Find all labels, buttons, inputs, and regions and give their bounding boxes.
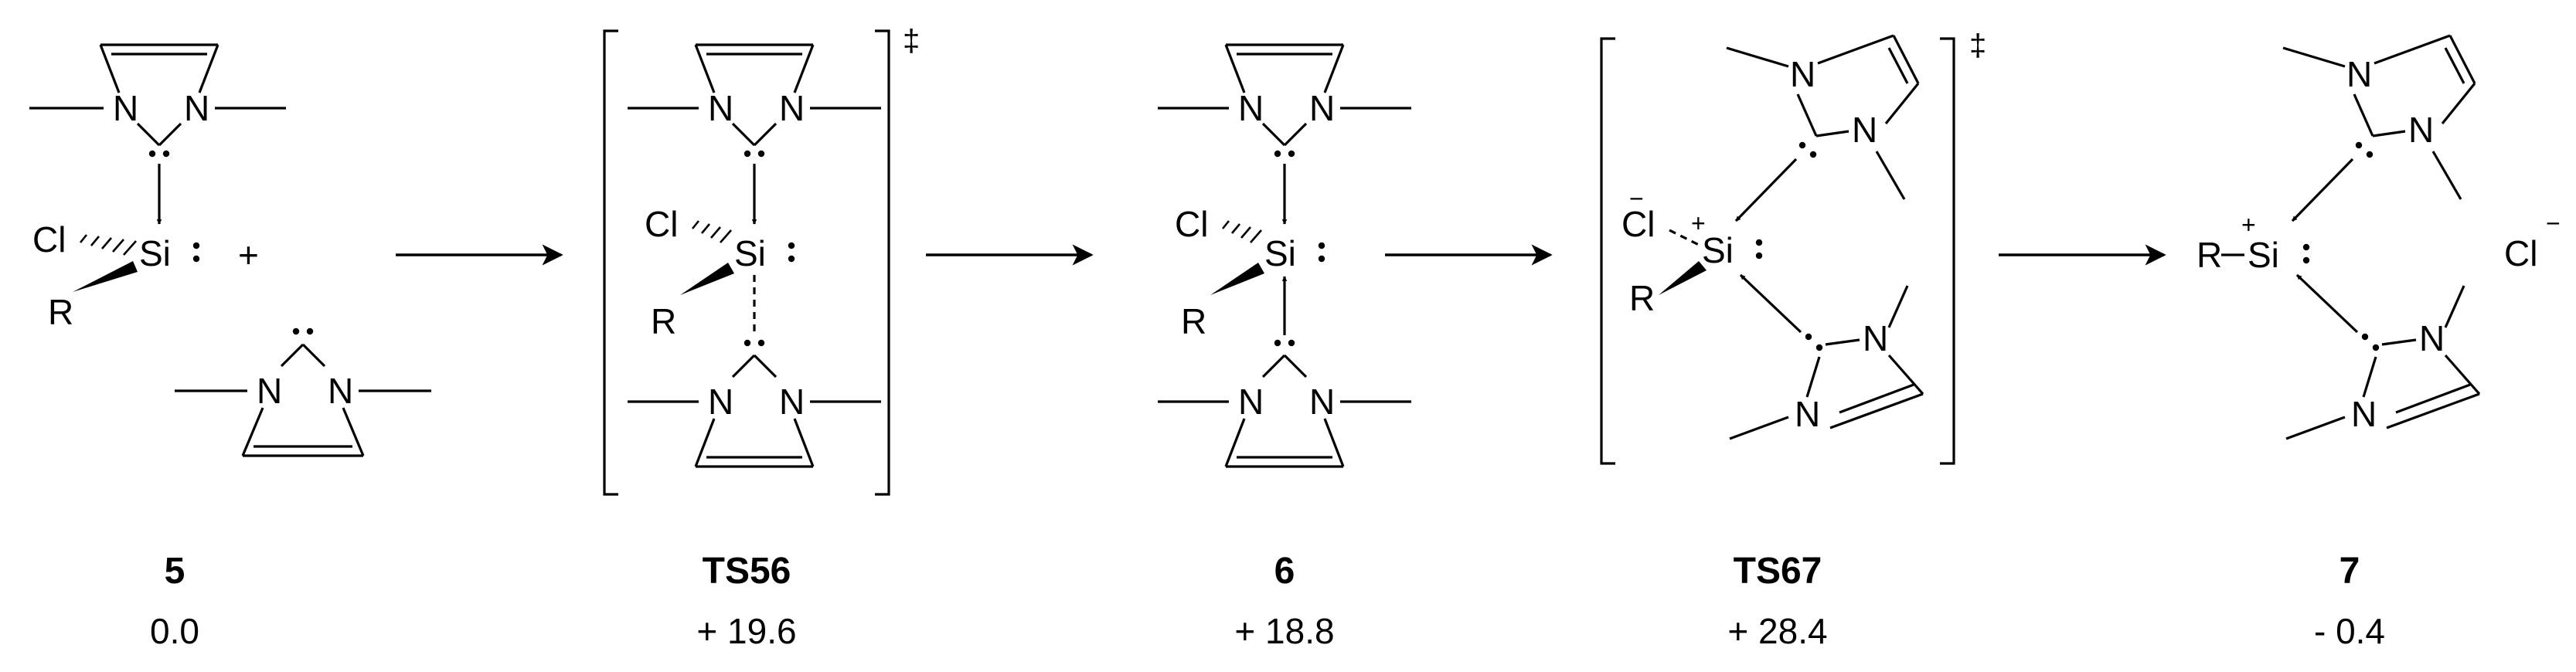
atom-n: N (1863, 318, 1888, 358)
atom-n: N (2346, 54, 2372, 94)
plus-sign: + (238, 235, 259, 275)
lone-pair (1318, 255, 1325, 263)
lone-pair (148, 150, 156, 158)
lone-pair (788, 255, 795, 263)
atom-n: N (1795, 394, 1820, 434)
lone-pair (1815, 344, 1823, 351)
atom-r: R (48, 292, 73, 332)
structure-ts56: ‡ N N Si Cl R N N (603, 24, 920, 496)
atom-n: N (2351, 394, 2377, 434)
structure-5: N N Si Cl R + N N (29, 43, 431, 457)
lone-pair (192, 255, 200, 263)
atom-n: N (257, 371, 282, 411)
lone-pair (1288, 150, 1295, 158)
relative-energy: + 28.4 (1727, 611, 1827, 651)
charge-plus: + (2241, 211, 2256, 239)
atom-n: N (779, 382, 805, 422)
lone-pair (788, 242, 795, 249)
transition-state-mark: ‡ (903, 24, 920, 58)
compound-labels: 5 0.0 TS56 + 19.6 6 + 18.8 TS67 + 28.4 7… (150, 551, 2385, 651)
atom-n: N (184, 88, 209, 128)
relative-energy: - 0.4 (2314, 611, 2385, 651)
compound-id: 7 (2339, 551, 2360, 592)
atom-n: N (1852, 110, 1877, 150)
atom-r: R (2197, 235, 2222, 275)
lone-pair (2302, 243, 2310, 251)
lone-pair (306, 328, 314, 335)
lone-pair (2355, 141, 2363, 149)
atom-cl: Cl (1175, 204, 1208, 244)
atom-cl: Cl (2504, 233, 2537, 273)
lone-pair (757, 339, 765, 347)
lone-pair (2366, 151, 2374, 158)
lone-pair (1288, 339, 1295, 347)
atom-si: Si (1264, 233, 1296, 273)
atom-n: N (113, 88, 138, 128)
lone-pair (292, 328, 300, 335)
atom-n: N (1309, 88, 1335, 128)
atom-n: N (2419, 318, 2445, 358)
lone-pair (1318, 242, 1325, 249)
atom-si: Si (734, 233, 766, 273)
atom-si: Si (139, 233, 171, 273)
atom-n: N (708, 88, 733, 128)
compound-id: TS56 (703, 551, 791, 592)
atom-n: N (1309, 382, 1335, 422)
compound-id: 5 (165, 551, 185, 592)
atom-si: Si (1702, 230, 1734, 270)
atom-r: R (651, 301, 676, 341)
lone-pair (2372, 344, 2380, 351)
relative-energy: + 19.6 (696, 611, 796, 651)
structure-7: N N Si + R Cl − N N (2197, 34, 2561, 440)
lone-pair (1798, 141, 1806, 149)
lone-pair (2361, 333, 2369, 341)
transition-state-mark: ‡ (1969, 29, 1986, 63)
atom-si: Si (2248, 235, 2279, 275)
relative-energy: 0.0 (150, 611, 199, 651)
charge-plus: + (1691, 209, 1706, 237)
structure-ts67: ‡ N N Si + Cl − R N N (1600, 29, 1986, 465)
atom-r: R (1181, 301, 1206, 341)
structure-6: N N Si Cl R N N (1158, 43, 1411, 468)
atom-n: N (779, 88, 805, 128)
lone-pair (192, 242, 200, 249)
atom-n: N (328, 371, 353, 411)
lone-pair (1809, 151, 1817, 158)
atom-n: N (1790, 54, 1815, 94)
lone-pair (2302, 256, 2310, 264)
charge-minus: − (1629, 185, 1644, 212)
lone-pair (162, 150, 170, 158)
atom-n: N (1238, 382, 1264, 422)
compound-id: TS67 (1734, 551, 1822, 592)
atom-n: N (1238, 88, 1264, 128)
lone-pair (1274, 339, 1281, 347)
atom-r: R (1629, 278, 1655, 318)
lone-pair (1274, 150, 1281, 158)
lone-pair (757, 150, 765, 158)
atom-cl: Cl (645, 204, 678, 244)
compound-id: 6 (1274, 551, 1295, 592)
lone-pair (1805, 333, 1812, 341)
lone-pair (1755, 239, 1763, 246)
charge-minus: − (2546, 209, 2561, 237)
atom-n: N (708, 382, 733, 422)
lone-pair (1755, 252, 1763, 260)
atom-cl: Cl (1621, 204, 1655, 244)
lone-pair (744, 339, 751, 347)
lone-pair (744, 150, 751, 158)
atom-cl: Cl (32, 219, 66, 260)
atom-n: N (2408, 110, 2434, 150)
relative-energy: + 18.8 (1234, 611, 1334, 651)
